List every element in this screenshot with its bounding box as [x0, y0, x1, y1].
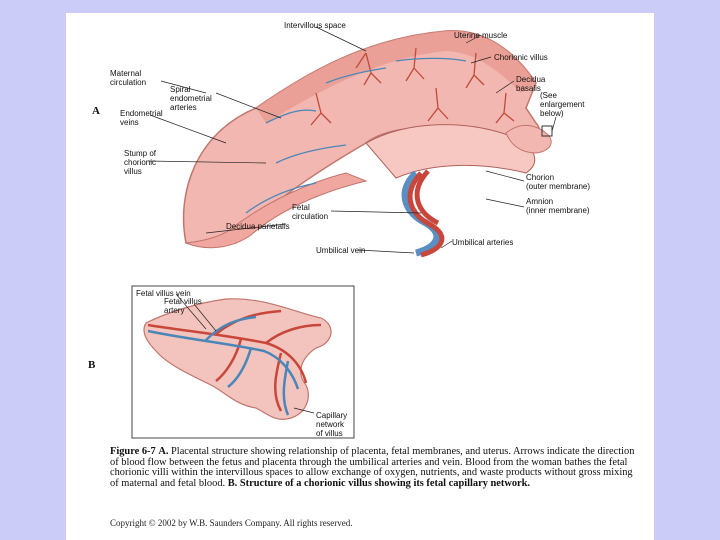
- figure-number: Figure 6-7: [110, 446, 156, 457]
- label-amnion: Amnion (inner membrane): [526, 197, 590, 215]
- figure-page: A B Intervillous space Uterine muscle Ch…: [66, 13, 654, 540]
- label-endometrial-veins: Endometrial veins: [120, 109, 163, 127]
- figure-caption: Figure 6-7 A. Placental structure showin…: [110, 447, 640, 489]
- label-umbilical-arteries: Umbilical arteries: [452, 238, 513, 247]
- label-intervillous-space: Intervillous space: [284, 21, 346, 30]
- caption-part-b-letter: B.: [228, 478, 238, 489]
- caption-part-b-text: Structure of a chorionic villus showing …: [240, 478, 530, 489]
- label-see-enlargement: (See enlargement below): [540, 91, 584, 118]
- panel-label-a: A: [92, 105, 100, 117]
- label-maternal-circulation: Maternal circulation: [110, 69, 146, 87]
- label-chorion: Chorion (outer membrane): [526, 173, 590, 191]
- label-spiral-arteries: Spiral endometrial arteries: [170, 85, 212, 112]
- label-chorionic-villus: Chorionic villus: [494, 53, 548, 62]
- caption-part-a-letter: A.: [158, 446, 168, 457]
- label-uterine-muscle: Uterine muscle: [454, 31, 507, 40]
- label-fetal-villus-artery: Fetal villus artery: [164, 297, 202, 315]
- label-stump-of-chorionic-villus: Stump of chorionic villus: [124, 149, 156, 176]
- label-decidua-parietalis: Decidua parietalis: [226, 222, 290, 231]
- copyright-notice: Copyright © 2002 by W.B. Saunders Compan…: [110, 518, 353, 528]
- panel-label-b: B: [88, 359, 95, 371]
- label-capillary-network: Capillary network of villus: [316, 411, 347, 438]
- label-umbilical-vein: Umbilical vein: [316, 246, 365, 255]
- label-fetal-circulation: Fetal circulation: [292, 203, 328, 221]
